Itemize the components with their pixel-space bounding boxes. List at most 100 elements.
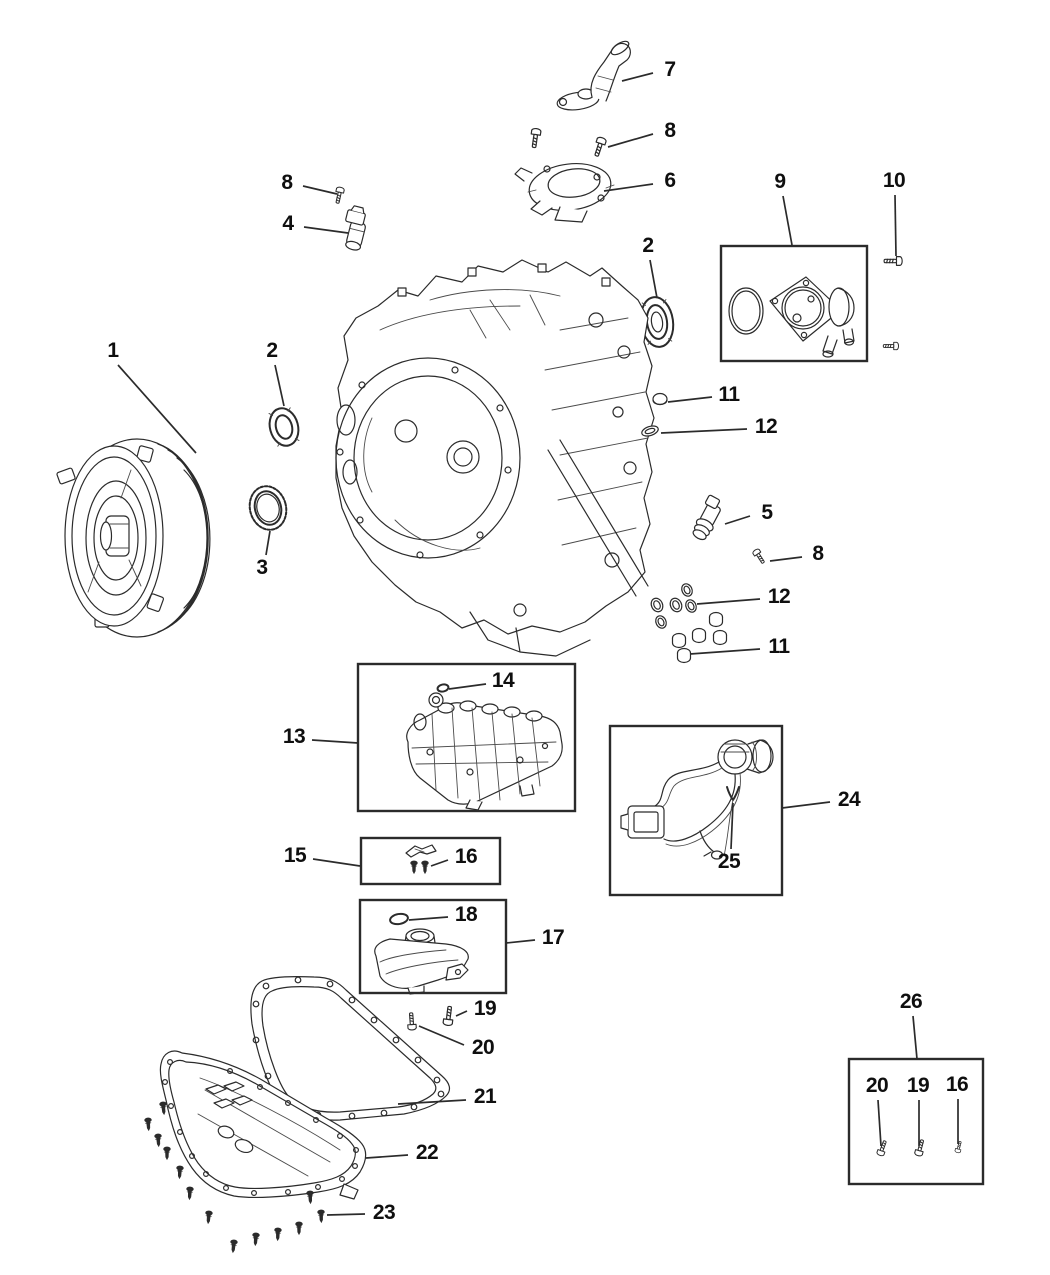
leader-plug-upper: [667, 396, 713, 403]
leader-bolt-long: [455, 1010, 468, 1017]
callout-label-kit-bolt-16: 16: [945, 1073, 969, 1096]
bracket-screw-a: [410, 860, 418, 874]
valve-body-box: [356, 662, 577, 813]
callout-label-wiring-harness-box: 24: [837, 788, 861, 811]
leader-pump-seal-left: [274, 364, 285, 407]
leader-sealing-ring: [265, 530, 271, 556]
callout-label-clip-upper: 12: [754, 415, 778, 438]
clip-upper: [641, 425, 659, 437]
leader-bolt-kit-box: [912, 1015, 918, 1060]
valve-body: [406, 692, 563, 811]
callout-label-plug-set: 11: [768, 635, 790, 658]
plug-upper: [652, 392, 668, 406]
leader-bolt-top: [607, 133, 654, 148]
kit-bolt-19: [913, 1138, 927, 1158]
pump-seal-left: [268, 407, 300, 447]
bracket: [405, 844, 437, 858]
sealing-ring: [248, 485, 288, 531]
callout-label-bolt-short: 20: [471, 1036, 495, 1059]
leader-kit-bolt-20: [877, 1099, 882, 1147]
bolt-top-a: [528, 127, 542, 149]
leader-solenoid-unit: [603, 183, 654, 192]
leader-oil-pan: [365, 1154, 409, 1159]
leader-wiring-harness-box: [781, 801, 831, 809]
callout-label-bracket-box: 15: [283, 844, 307, 867]
callout-label-pump-seal-left: 2: [266, 339, 278, 362]
callout-label-solenoid-assembly-box: 9: [774, 170, 786, 193]
bolt-right: [751, 547, 767, 566]
callout-label-valve-body-box: 13: [282, 725, 306, 748]
leader-solenoid-assembly-box: [782, 195, 793, 246]
leader-filler-tube: [621, 72, 654, 82]
callout-label-bolt-left: 8: [281, 171, 293, 194]
torque-converter: [56, 438, 211, 638]
callout-label-o-ring-set: 12: [767, 585, 791, 608]
leader-lines: [117, 72, 959, 1216]
callout-label-kit-bolt-20: 20: [865, 1074, 889, 1097]
leader-harness-clip: [730, 802, 734, 850]
callout-label-bolt-kit-box: 26: [899, 990, 923, 1013]
callout-label-pan-gasket: 21: [473, 1085, 497, 1108]
solenoid-assembly: [728, 276, 855, 358]
o-ring-valve-body: [436, 683, 450, 693]
input-speed-sensor: [345, 205, 366, 251]
callout-label-o-ring-valve-body: 14: [491, 669, 515, 692]
callout-label-plug-upper: 11: [718, 383, 740, 406]
bolt-top-b: [591, 135, 608, 158]
o-ring-set: [650, 583, 697, 629]
callout-label-solenoid-unit: 6: [664, 169, 676, 192]
plug-set: [671, 611, 728, 664]
callout-label-bolt-top: 8: [664, 119, 676, 142]
leader-o-ring-set: [696, 598, 761, 605]
leader-output-speed-sensor: [724, 515, 751, 525]
leader-bolt: [894, 194, 897, 257]
kit-bolt-20: [875, 1139, 889, 1158]
callout-label-sealing-ring: 3: [256, 556, 268, 579]
pan-gasket: [250, 976, 451, 1121]
callout-label-oil-pan: 22: [415, 1141, 439, 1164]
leader-o-ring-filter: [408, 916, 449, 921]
leader-pan-gasket: [397, 1099, 467, 1105]
leader-valve-body-box: [311, 739, 359, 744]
callout-label-oil-filter-box: 17: [541, 926, 565, 949]
bolt-short: [406, 1012, 417, 1031]
oil-pan: [159, 1050, 367, 1200]
detail-boxes: [356, 244, 985, 1186]
bolt-kit-box: [847, 1057, 985, 1186]
leader-pan-bolt: [326, 1213, 366, 1216]
callout-label-filler-tube: 7: [664, 58, 676, 81]
callout-label-output-speed-sensor: 5: [761, 501, 773, 524]
axle-seal-right: [639, 296, 675, 348]
callout-label-bracket-screws: 16: [454, 845, 478, 868]
leader-bracket-screws: [430, 859, 449, 867]
leader-plug-set: [689, 648, 761, 655]
wiring-harness: [620, 739, 774, 860]
callout-label-pan-bolt: 23: [372, 1201, 396, 1224]
solenoid-assembly-box: [719, 244, 869, 363]
leader-axle-seal-right: [649, 259, 658, 299]
wiring-harness-box: [608, 724, 784, 897]
callout-label-o-ring-filter: 18: [454, 903, 478, 926]
bracket-screw-b: [421, 860, 429, 874]
leader-bolt-right: [769, 556, 803, 562]
leader-input-speed-sensor: [303, 226, 349, 234]
leader-clip-upper: [660, 428, 748, 434]
leader-oil-filter-box: [505, 939, 536, 944]
callout-label-bolt: 10: [882, 169, 906, 192]
callout-label-bolt-right: 8: [812, 542, 824, 565]
oil-filter-box: [358, 898, 508, 995]
bolt-10-b: [882, 341, 900, 351]
transmission-case: [335, 259, 655, 657]
filler-tube: [556, 40, 631, 111]
solenoid-unit: [514, 163, 615, 223]
callout-label-bolt-long: 19: [473, 997, 497, 1020]
leader-bracket-box: [312, 858, 361, 867]
oil-filter: [374, 928, 469, 995]
output-speed-sensor: [692, 494, 721, 541]
bolt-left: [333, 186, 346, 205]
o-ring-filter: [389, 912, 409, 926]
leader-bolt-left: [302, 185, 338, 195]
leader-torque-converter: [117, 364, 197, 454]
